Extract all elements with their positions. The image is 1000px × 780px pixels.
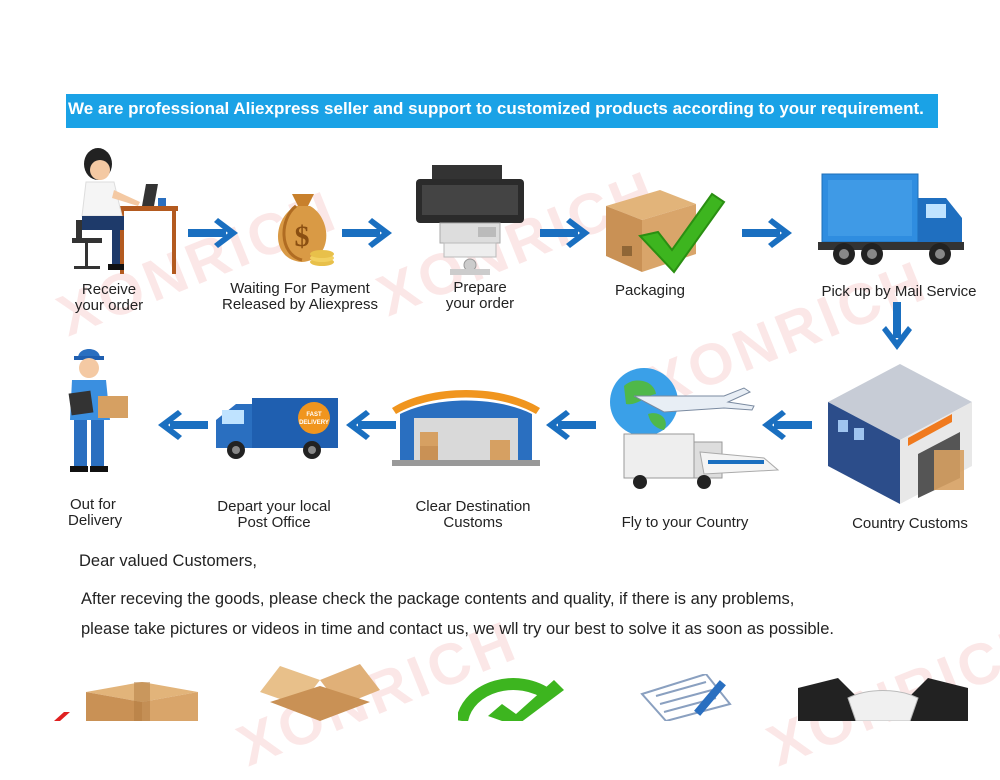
delivery-van-icon: FAST DELIVERY — [216, 398, 338, 459]
greeting-text: Dear valued Customers, — [79, 552, 257, 570]
van-badge-line1: FAST — [306, 412, 322, 418]
instruction-line-1: After receving the goods, please check t… — [81, 590, 795, 608]
step-label-pickup: Pick up by Mail Service — [821, 283, 977, 300]
arrow-right-icon — [188, 218, 238, 248]
step-label-country-customs: Country Customs — [852, 515, 968, 532]
handshake-icon — [798, 678, 968, 721]
arrow-left-icon — [158, 410, 208, 440]
arrow-right-icon — [342, 218, 392, 248]
green-check-icon — [458, 678, 564, 721]
instruction-line-2: please take pictures or videos in time a… — [81, 620, 834, 638]
money-bag-icon: $ — [277, 194, 334, 266]
arrow-left-icon — [346, 410, 396, 440]
header-banner: We are professional Aliexpress seller an… — [66, 94, 938, 128]
form-pen-icon — [640, 674, 732, 721]
arrow-left-icon — [762, 410, 812, 440]
step-label-fly: Fly to your Country — [621, 514, 749, 531]
globe-plane-train-icon — [610, 368, 780, 489]
woman-at-desk-icon — [72, 148, 178, 274]
open-box-icon — [260, 664, 380, 721]
van-badge-line2: DELIVERY — [299, 420, 329, 426]
customs-building-icon — [828, 364, 972, 504]
arrow-right-icon — [742, 218, 792, 248]
svg-text:$: $ — [295, 220, 310, 253]
courier-icon — [68, 349, 128, 472]
truck-icon — [818, 173, 964, 265]
step-label-packaging: Packaging — [614, 282, 686, 299]
closed-box-icon — [86, 682, 198, 721]
arrow-left-icon — [546, 410, 596, 440]
arrow-down-icon — [882, 302, 912, 350]
warehouse-icon — [392, 390, 540, 466]
box-check-icon — [606, 190, 726, 274]
printer-icon — [416, 165, 524, 275]
red-mark-icon — [54, 712, 70, 721]
arrow-right-icon — [540, 218, 590, 248]
